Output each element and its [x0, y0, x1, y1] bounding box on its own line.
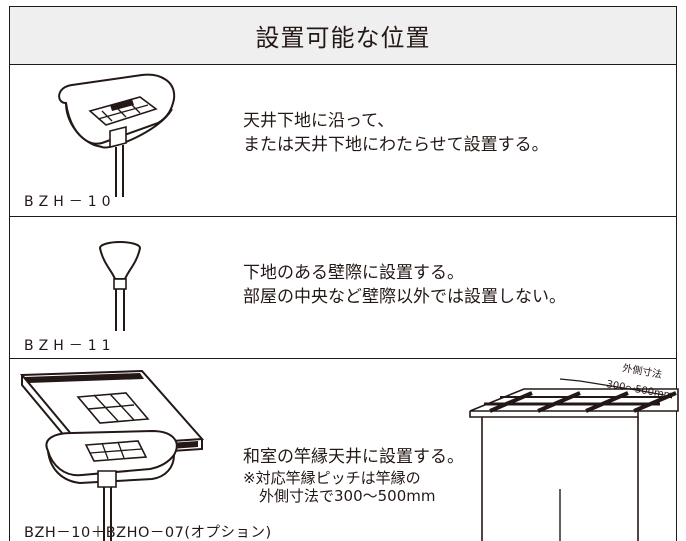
product-code: BZH－11	[24, 338, 116, 354]
page-title: 設置可能な位置	[255, 24, 431, 52]
row-description: 下地のある壁際に設置する。 部屋の中央など壁際以外では設置しない。	[243, 261, 566, 309]
ceiling-framework-diagram: 外側寸法 300～500mm	[469, 361, 679, 541]
description-line: 天井下地に沿って、	[243, 111, 395, 131]
table-row: 和室の竿縁天井に設置する。 ※対応竿縁ピッチは竿縁の 外側寸法で300～500m…	[10, 359, 679, 541]
bzh-11-round-bracket-illustration	[99, 241, 141, 331]
row-description: 和室の竿縁天井に設置する。 ※対応竿縁ピッチは竿縁の 外側寸法で300～500m…	[243, 445, 464, 505]
product-code: BZH－10＋BZHO－07(オプション)	[24, 525, 272, 541]
product-code: BZH－10	[24, 194, 116, 210]
description-line: 下地のある壁際に設置する。	[243, 263, 464, 283]
table-header: 設置可能な位置	[10, 7, 676, 65]
description-line: 和室の竿縁天井に設置する。	[243, 447, 464, 467]
bzh-10-bracket-illustration	[58, 73, 176, 197]
description-line: または天井下地にわたらせて設置する。	[243, 135, 549, 155]
description-line: 部屋の中央など壁際以外では設置しない。	[243, 287, 566, 307]
table-row: 天井下地に沿って、 または天井下地にわたらせて設置する。 BZH－10	[10, 65, 676, 217]
pitch-note: ※対応竿縁ピッチは竿縁の	[243, 469, 421, 487]
pitch-note: 外側寸法で300～500mm	[259, 487, 436, 505]
row-description: 天井下地に沿って、 または天井下地にわたらせて設置する。	[243, 109, 549, 157]
installation-positions-table: 設置可能な位置 天井下地に沿って、 または天井下地にわたらせて設置する。 BZH…	[9, 6, 679, 541]
bzh-10-bracket-illustration	[45, 429, 178, 541]
dimension-label: 外側寸法	[621, 361, 663, 381]
table-row: 下地のある壁際に設置する。 部屋の中央など壁際以外では設置しない。 BZH－11	[10, 217, 676, 359]
